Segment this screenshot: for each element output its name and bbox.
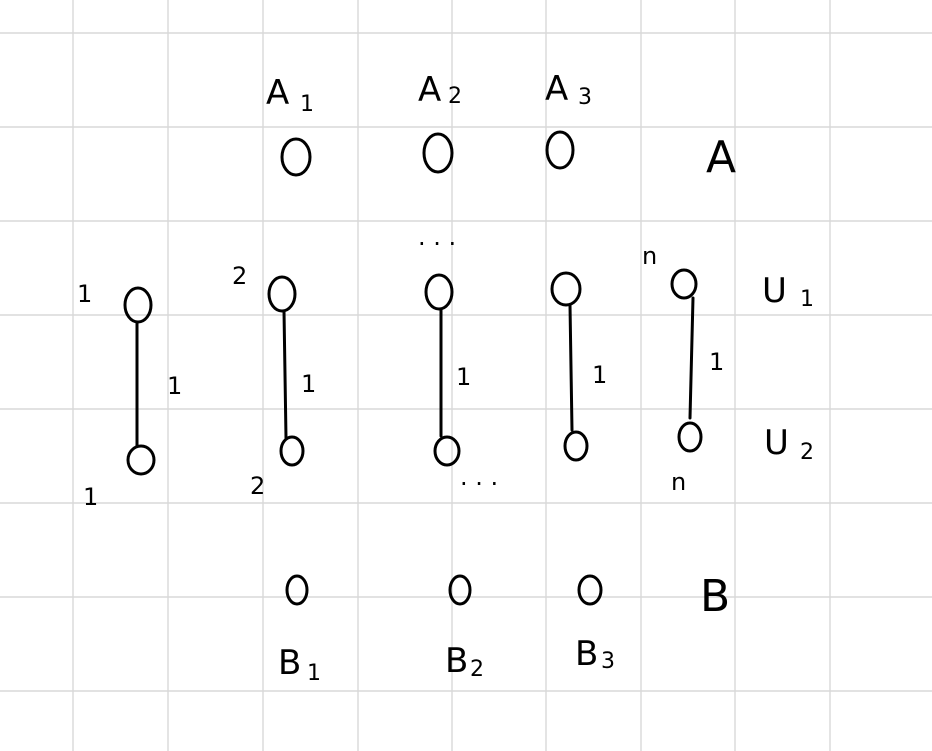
pair-2-edge <box>282 309 288 440</box>
bottom-vertex-b2 <box>448 574 472 606</box>
bottom-label-b1-letter: B <box>278 643 301 683</box>
pair-n-bottom-index: n <box>671 468 686 496</box>
pair-3-bottom-vertex <box>433 435 461 467</box>
pair-3: 1 <box>424 273 471 467</box>
pair-n-top-vertex <box>670 268 698 300</box>
pair-1-edge-weight: 1 <box>167 372 182 400</box>
top-vertex-a2 <box>422 132 454 174</box>
pair-4-edge <box>568 303 574 432</box>
pair-n-edge-weight: 1 <box>709 348 724 376</box>
pair-2-edge-weight: 1 <box>301 370 316 398</box>
top-label-a3-sub: 3 <box>578 85 592 110</box>
pair-2-bottom-index: 2 <box>250 472 265 500</box>
pair-4-edge-weight: 1 <box>592 361 607 389</box>
bottom-vertex-b3 <box>577 574 603 606</box>
pair-1-top-vertex <box>123 286 153 324</box>
pair-1-bottom-index: 1 <box>83 483 98 511</box>
top-label-a1-sub: 1 <box>300 92 314 117</box>
row-label-u2-letter: U <box>764 423 789 463</box>
pair-2-top-vertex <box>267 275 297 313</box>
pair-2-top-index: 2 <box>232 262 247 290</box>
bottom-label-b2-letter: B <box>445 641 468 681</box>
pair-1: 1 1 1 <box>77 280 182 511</box>
top-label-a3-letter: A <box>545 69 568 109</box>
bottom-label-b3-sub: 3 <box>601 649 615 674</box>
top-vertex-a1 <box>280 137 312 177</box>
top-label-a2: A 2 <box>418 70 462 110</box>
bottom-label-b1-sub: 1 <box>307 661 321 686</box>
row-label-u1-sub: 1 <box>800 287 814 312</box>
pair-4-bottom-vertex <box>563 430 589 462</box>
top-vertex-a3 <box>545 130 575 170</box>
pair-n: n 1 n <box>642 242 724 496</box>
row-label-u1: U 1 <box>762 271 814 312</box>
bottom-label-b3-letter: B <box>575 634 598 674</box>
row-label-u1-letter: U <box>762 271 787 311</box>
pair-n-edge <box>688 296 695 420</box>
set-label-b: B <box>700 571 730 622</box>
row-label-u2-sub: 2 <box>800 440 814 465</box>
pair-4-top-vertex <box>550 271 582 307</box>
pair-1-top-index: 1 <box>77 280 92 308</box>
bottom-label-b3: B 3 <box>575 634 615 674</box>
bottom-label-b2: B 2 <box>445 641 484 682</box>
top-label-a2-letter: A <box>418 70 441 110</box>
ellipsis-top: · · · <box>418 230 456 258</box>
pair-n-bottom-vertex <box>677 421 703 453</box>
pair-4: 1 <box>550 271 607 462</box>
top-label-a3: A 3 <box>545 69 592 110</box>
bottom-label-b2-sub: 2 <box>470 657 484 682</box>
top-label-a2-sub: 2 <box>448 84 462 109</box>
row-label-u2: U 2 <box>764 423 814 465</box>
pair-2-bottom-vertex <box>279 435 305 467</box>
pair-1-bottom-vertex <box>126 444 156 476</box>
top-label-a1: A 1 <box>266 73 314 117</box>
pair-3-top-vertex <box>424 273 454 311</box>
bottom-vertex-b1 <box>285 574 309 606</box>
pair-n-top-index: n <box>642 242 657 270</box>
bottom-label-b1: B 1 <box>278 643 321 686</box>
set-label-a: A <box>706 132 736 183</box>
pair-3-edge-weight: 1 <box>456 363 471 391</box>
top-label-a1-letter: A <box>266 73 289 113</box>
ellipsis-bottom: · · · <box>460 470 498 498</box>
pair-2: 2 1 2 <box>232 262 316 500</box>
